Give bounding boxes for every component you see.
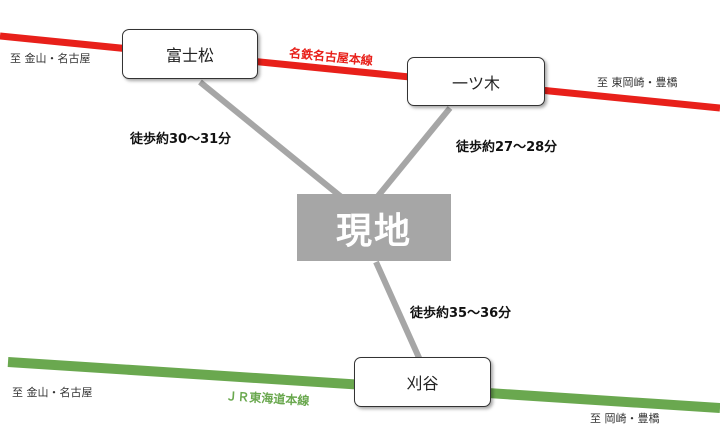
direction-meitetsu-west: 至 金山・名古屋 [10, 52, 91, 65]
meitetsu-line [0, 32, 720, 112]
direction-meitetsu-east: 至 東岡崎・豊橋 [597, 76, 678, 89]
walk-path-fujimatsu [198, 79, 347, 203]
walk-time-kariya: 徒歩約35～36分 [410, 306, 512, 321]
walk-time-fujimatsu: 徒歩約30～31分 [130, 132, 232, 147]
direction-jr-east: 至 岡崎・豊橋 [590, 412, 660, 425]
station-hitotsugi[interactable]: 一ツ木 [407, 57, 545, 106]
walk-time-hitotsugi: 徒歩約27～28分 [456, 140, 558, 155]
current-location-marker: 現地 [297, 194, 451, 261]
station-kariya-label: 刈谷 [406, 374, 439, 393]
current-location-label: 現地 [335, 210, 412, 252]
station-fujimatsu-label: 富士松 [165, 46, 214, 65]
station-hitotsugi-label: 一ツ木 [451, 73, 500, 93]
direction-jr-west: 至 金山・名古屋 [12, 386, 93, 399]
walk-path-kariya [373, 260, 423, 362]
station-kariya[interactable]: 刈谷 [354, 357, 491, 407]
walk-path-hitotsugi [375, 106, 453, 198]
station-fujimatsu[interactable]: 富士松 [122, 29, 258, 79]
